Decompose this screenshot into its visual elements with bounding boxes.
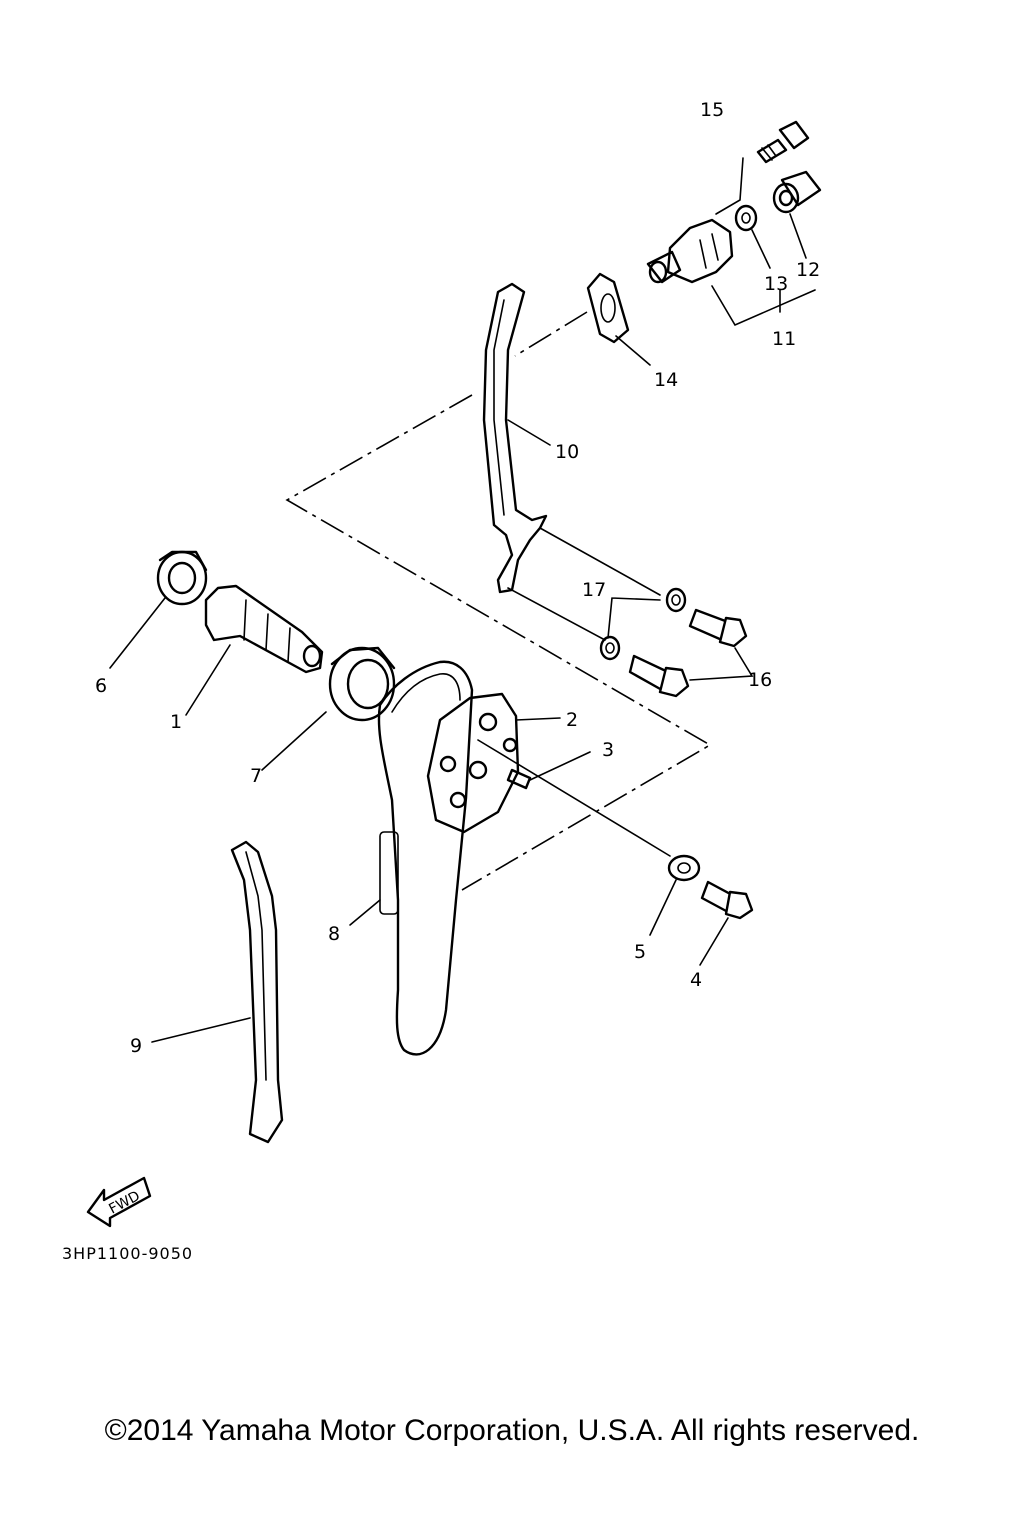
part-7-bearing xyxy=(261,646,396,771)
label-2: 2 xyxy=(566,709,578,731)
label-9: 9 xyxy=(130,1035,142,1057)
copyright-notice: ©2014 Yamaha Motor Corporation, U.S.A. A… xyxy=(104,1414,920,1447)
part-4-bolt xyxy=(699,880,754,966)
part-17-washers xyxy=(599,587,687,661)
label-17: 17 xyxy=(582,579,606,601)
part-9-chain-guide xyxy=(151,840,284,1144)
label-3: 3 xyxy=(602,739,614,761)
part-2-sprocket xyxy=(426,692,561,834)
fwd-text: FWD xyxy=(106,1188,142,1217)
label-4: 4 xyxy=(690,969,702,991)
part-6-bearing xyxy=(109,550,208,669)
part-10-tensioner-guide xyxy=(482,282,661,641)
label-1: 1 xyxy=(170,711,182,733)
label-6: 6 xyxy=(95,675,107,697)
label-11: 11 xyxy=(772,328,796,350)
label-8: 8 xyxy=(328,923,340,945)
part-11-tensioner xyxy=(646,218,816,327)
part-13-washer xyxy=(734,204,771,269)
part-12-plug xyxy=(772,170,822,259)
label-15: 15 xyxy=(700,99,724,121)
part-14-gasket xyxy=(586,272,651,366)
part-8-timing-chain xyxy=(349,660,474,1056)
part-3-dowel-pin xyxy=(477,739,671,857)
label-12: 12 xyxy=(796,259,820,281)
label-7: 7 xyxy=(250,765,262,787)
label-14: 14 xyxy=(654,369,678,391)
drawing-code: 3HP1100-9050 xyxy=(62,1244,193,1263)
fwd-arrow-icon: FWD xyxy=(86,1176,152,1228)
label-16: 16 xyxy=(748,669,772,691)
label-13: 13 xyxy=(764,273,788,295)
assembly-outline xyxy=(285,311,712,891)
part-1-camshaft xyxy=(185,584,324,716)
callout-labels: 15 12 13 11 14 10 17 16 6 1 2 3 7 8 5 4 … xyxy=(95,99,820,1057)
part-16-bolts xyxy=(628,608,754,698)
label-5: 5 xyxy=(634,941,646,963)
label-10: 10 xyxy=(555,441,579,463)
part-15-bolt xyxy=(715,120,810,215)
part-5-washer xyxy=(649,854,701,936)
